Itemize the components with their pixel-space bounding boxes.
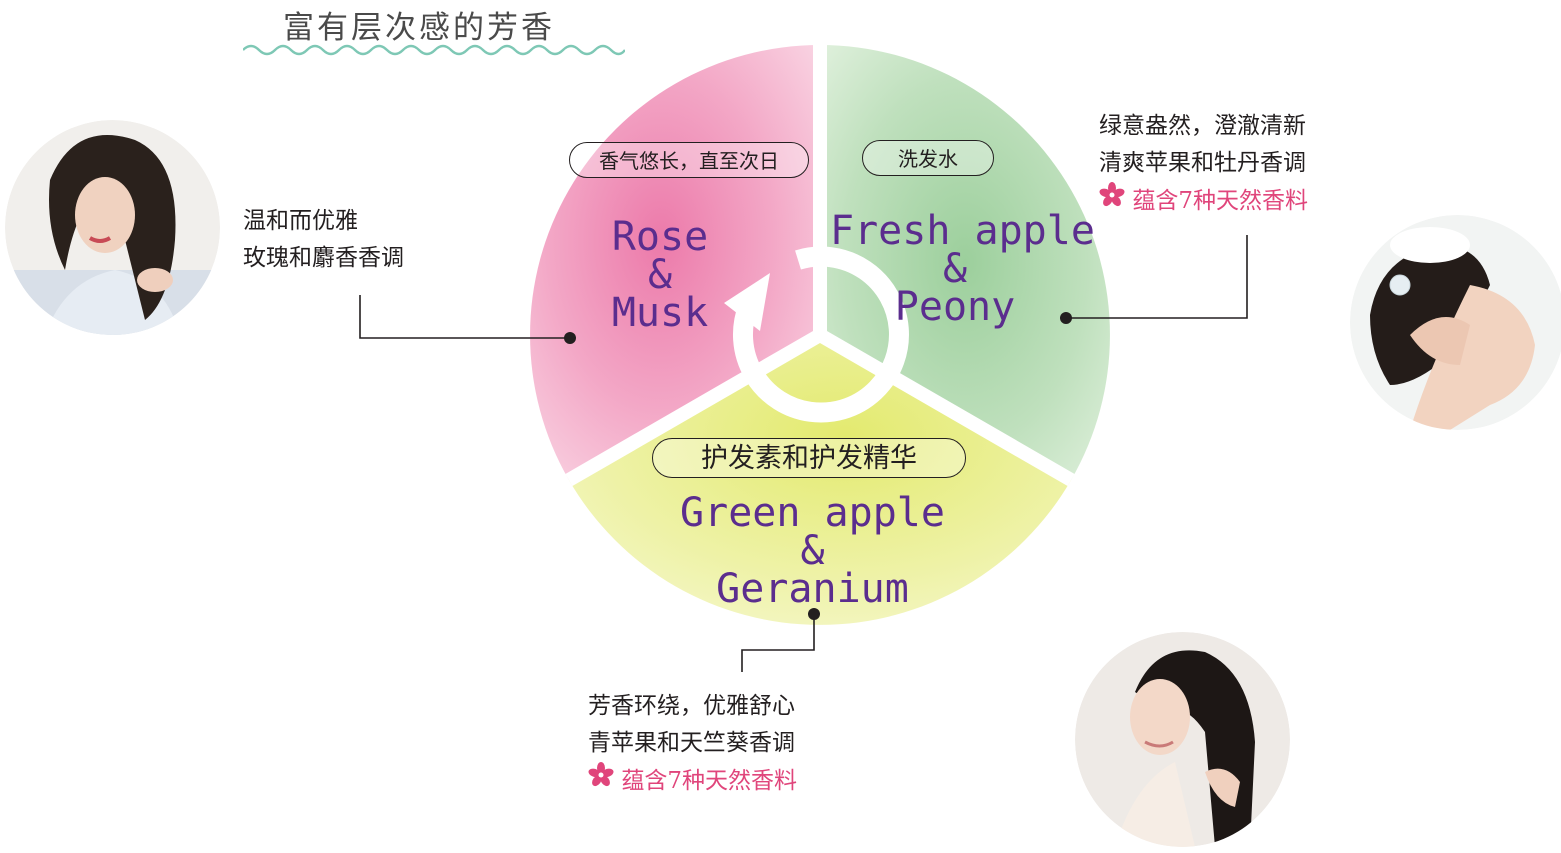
portrait-photo <box>1350 215 1561 430</box>
cycle-arrow-icon <box>724 273 770 331</box>
wave-line <box>243 44 625 56</box>
callout-line: 玫瑰和麝香香调 <box>243 245 404 271</box>
portrait-photo <box>1075 632 1290 847</box>
flower-icon <box>1099 182 1125 207</box>
scent-wheel <box>530 45 1110 625</box>
ingredient-note: 蕴含7种天然香料 <box>588 762 797 800</box>
callout-line: 芳香环绕，优雅舒心 <box>588 693 795 719</box>
flower-icon <box>588 762 614 787</box>
leader-dot-fresh <box>1060 312 1072 324</box>
leader-dot-rose <box>564 332 576 344</box>
ingredient-note: 蕴含7种天然香料 <box>1099 182 1308 220</box>
wheel-segment-green <box>568 335 1072 625</box>
leader-line-green <box>741 614 815 672</box>
product-tag-rose: 香气悠长，直至次日 <box>569 142 809 178</box>
callout-green: 芳香环绕，优雅舒心 青苹果和天竺葵香调 蕴含7种天然香料 <box>588 688 797 800</box>
scent-name-green: Green apple & Geranium <box>680 490 945 612</box>
title-wave-divider <box>243 44 625 56</box>
callout-line: 青苹果和天竺葵香调 <box>588 730 795 756</box>
portrait-photo <box>5 120 220 335</box>
leader-dot-green <box>808 608 820 620</box>
product-tag-green: 护发素和护发精华 <box>652 438 966 478</box>
wheel-divider <box>565 328 824 487</box>
scent-name-rose: Rose & Musk <box>611 214 709 336</box>
callout-line: 清爽苹果和牡丹香调 <box>1099 150 1306 176</box>
wheel-divider <box>816 328 1075 487</box>
cycle-ring <box>732 246 909 423</box>
scent-name-fresh: Fresh apple & Peony <box>830 208 1095 330</box>
callout-line: 绿意盎然，澄澈清新 <box>1099 113 1306 139</box>
callout-line: 温和而优雅 <box>243 208 358 234</box>
callout-rose: 温和而优雅 玫瑰和麝香香调 <box>243 203 404 277</box>
product-tag-fresh: 洗发水 <box>862 140 994 176</box>
callout-fresh: 绿意盎然，澄澈清新 清爽苹果和牡丹香调 蕴含7种天然香料 <box>1099 108 1308 220</box>
leader-line-rose <box>359 295 570 339</box>
page-title: 富有层次感的芳香 <box>283 10 555 46</box>
leader-line-fresh <box>1066 235 1248 319</box>
